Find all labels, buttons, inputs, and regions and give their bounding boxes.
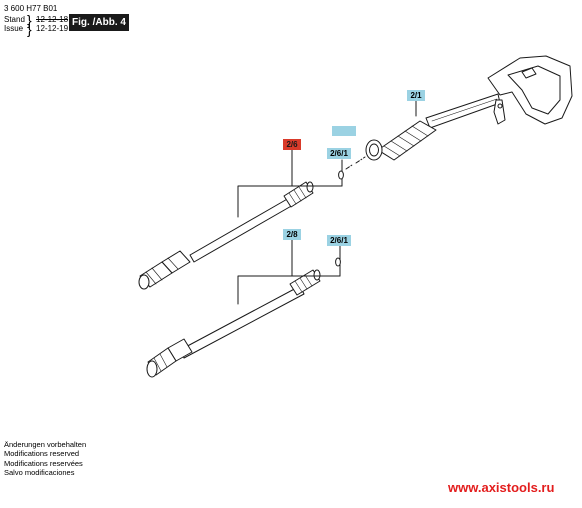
note-line: Salvo modificaciones xyxy=(4,467,75,477)
label-lance-top: 2/6 xyxy=(283,139,301,150)
lower-lance-bracket xyxy=(237,275,341,305)
stand-brace: } xyxy=(27,12,32,28)
issue-brace: } xyxy=(27,21,32,37)
stand-date: 12-12-18 xyxy=(36,15,69,24)
stand-label: Stand xyxy=(4,15,25,24)
document-number: 3 600 H77 B01 xyxy=(4,4,58,13)
label-gun: 2/1 xyxy=(407,90,425,101)
note-line: Änderungen vorbehalten xyxy=(4,440,87,449)
website-url: www.axistools.ru xyxy=(448,480,555,495)
label-lance-bottom: 2/8 xyxy=(283,229,301,240)
note-line: Modifications reserved xyxy=(4,449,80,459)
label-empty xyxy=(332,126,356,136)
upper-lance-bracket xyxy=(237,185,343,218)
label-oring-top: 2/6/1 xyxy=(327,148,351,159)
note-line: Modifications reservées xyxy=(4,458,83,468)
label-oring-bottom: 2/6/1 xyxy=(327,235,351,246)
issue-label: Issue xyxy=(4,24,24,33)
issue-date: 12-12-19 xyxy=(36,24,69,33)
upper-o-ring-part xyxy=(338,170,344,180)
lower-o-ring-part xyxy=(335,257,341,267)
lower-lance-part xyxy=(146,269,321,378)
figure-title: Fig. /Abb. 4 xyxy=(69,14,129,31)
footer-notes: Änderungen vorbehalten Modifications res… xyxy=(4,440,86,477)
upper-lance-part xyxy=(138,181,314,290)
spray-gun-part xyxy=(365,55,573,161)
